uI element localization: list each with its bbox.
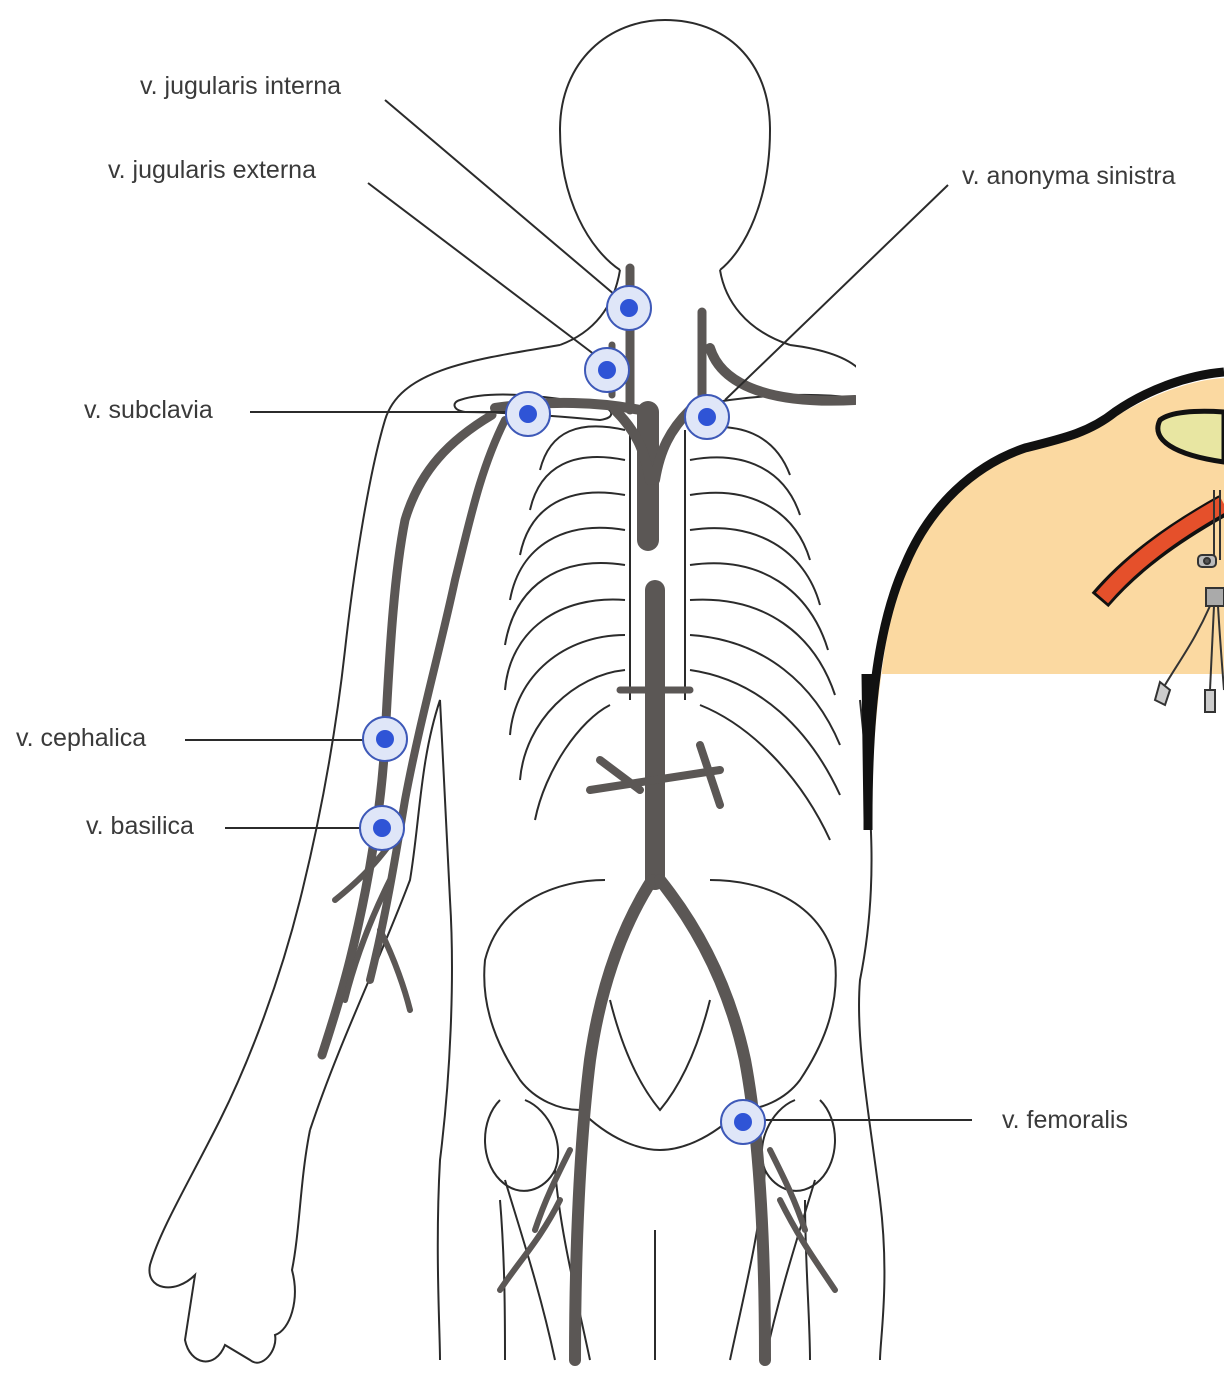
left-femur-head xyxy=(485,1100,558,1191)
vein-femoral-branches-right xyxy=(770,1150,835,1290)
pubic-arch xyxy=(580,1110,740,1150)
marker-basilica xyxy=(360,806,404,850)
leader-lines xyxy=(185,100,972,1120)
veins xyxy=(322,268,855,1360)
label-jugularis-externa: v. jugularis externa xyxy=(108,158,316,183)
label-basilica: v. basilica xyxy=(86,814,194,839)
label-anonyma-sinistra: v. anonyma sinistra xyxy=(962,164,1176,189)
marker-femoralis xyxy=(721,1100,765,1144)
vein-femoral-branches-left xyxy=(500,1150,570,1290)
left-shoulder-arm xyxy=(149,345,560,1363)
inset-panel xyxy=(856,300,1224,830)
neck-right xyxy=(720,270,790,345)
leader-jugularis-externa xyxy=(368,183,595,355)
leader-jugularis-interna xyxy=(385,100,615,295)
right-shoulder xyxy=(790,345,860,370)
label-jugularis-interna: v. jugularis interna xyxy=(140,74,341,99)
marker-subclavia xyxy=(506,392,550,436)
sacrum xyxy=(610,1000,710,1110)
marker-cephalica xyxy=(363,717,407,761)
label-cephalica: v. cephalica xyxy=(16,726,146,751)
label-subclavia: v. subclavia xyxy=(84,398,213,423)
marker-jugularis-externa xyxy=(585,348,629,392)
right-femur-head xyxy=(762,1100,835,1191)
head-outline xyxy=(560,20,770,270)
marker-anonyma-sinistra xyxy=(685,395,729,439)
marker-jugularis-interna xyxy=(607,286,651,330)
vein-iliac-left xyxy=(575,880,652,1360)
label-femoralis: v. femoralis xyxy=(1002,1108,1128,1133)
right-femur xyxy=(730,1170,815,1360)
